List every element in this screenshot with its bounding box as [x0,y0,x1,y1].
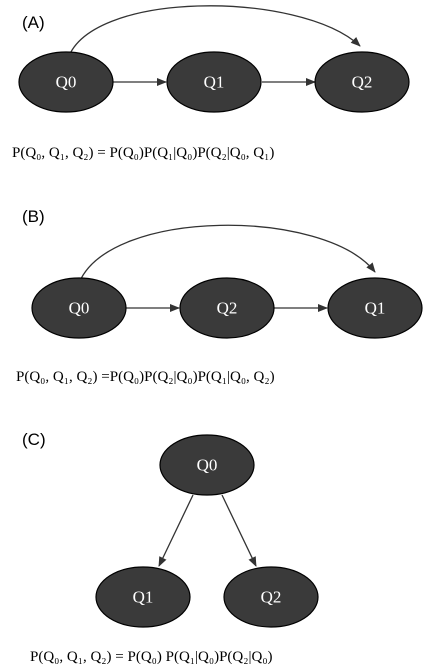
node-c-q0-label: Q0 [197,456,218,475]
node-c-q0: Q0 [159,434,255,496]
node-a-q1: Q1 [166,51,262,113]
node-c-q1: Q1 [95,566,191,628]
node-a-q0: Q0 [18,51,114,113]
node-c-q2: Q2 [223,566,319,628]
panel-a: (A) Q0 Q1 Q2 P(Q₀, Q₁, Q₂) = P(Q₀)P(Q₁|Q… [12,5,410,161]
edge-c-q0-q1 [158,494,194,567]
node-b-q1: Q1 [327,277,423,339]
edge-a-q0-q2 [66,5,361,63]
node-a-q2: Q2 [314,51,410,113]
formula-a: P(Q₀, Q₁, Q₂) = P(Q₀)P(Q₁|Q₀)P(Q₂|Q₀, Q₁… [12,145,274,161]
node-b-q2-label: Q2 [217,299,238,318]
panel-a-label: (A) [22,13,45,32]
node-b-q0: Q0 [31,277,127,339]
node-a-q0-label: Q0 [56,73,77,92]
node-b-q0-label: Q0 [69,299,90,318]
node-b-q1-label: Q1 [365,299,386,318]
panel-b: (B) Q0 Q2 Q1 P(Q₀, Q₁, Q₂) =P(Q₀)P(Q₂|Q₀… [16,207,423,385]
node-a-q1-label: Q1 [204,73,225,92]
node-c-q2-label: Q2 [261,588,282,607]
formula-c: P(Q₀, Q₁, Q₂) = P(Q₀) P(Q₁|Q₀)P(Q₂|Q₀) [30,649,273,665]
edge-c-q0-q2 [221,494,257,567]
node-c-q1-label: Q1 [133,588,154,607]
formula-b: P(Q₀, Q₁, Q₂) =P(Q₀)P(Q₂|Q₀)P(Q₁|Q₀, Q₂) [16,369,275,385]
edge-b-q0-q1 [78,224,376,284]
node-a-q2-label: Q2 [352,73,373,92]
panel-c: (C) Q0 Q1 Q2 P(Q₀, Q₁, Q₂) = P(Q₀) P(Q₁|… [22,430,319,665]
panel-b-label: (B) [22,207,45,226]
panel-c-label: (C) [22,430,46,449]
node-b-q2: Q2 [179,277,275,339]
